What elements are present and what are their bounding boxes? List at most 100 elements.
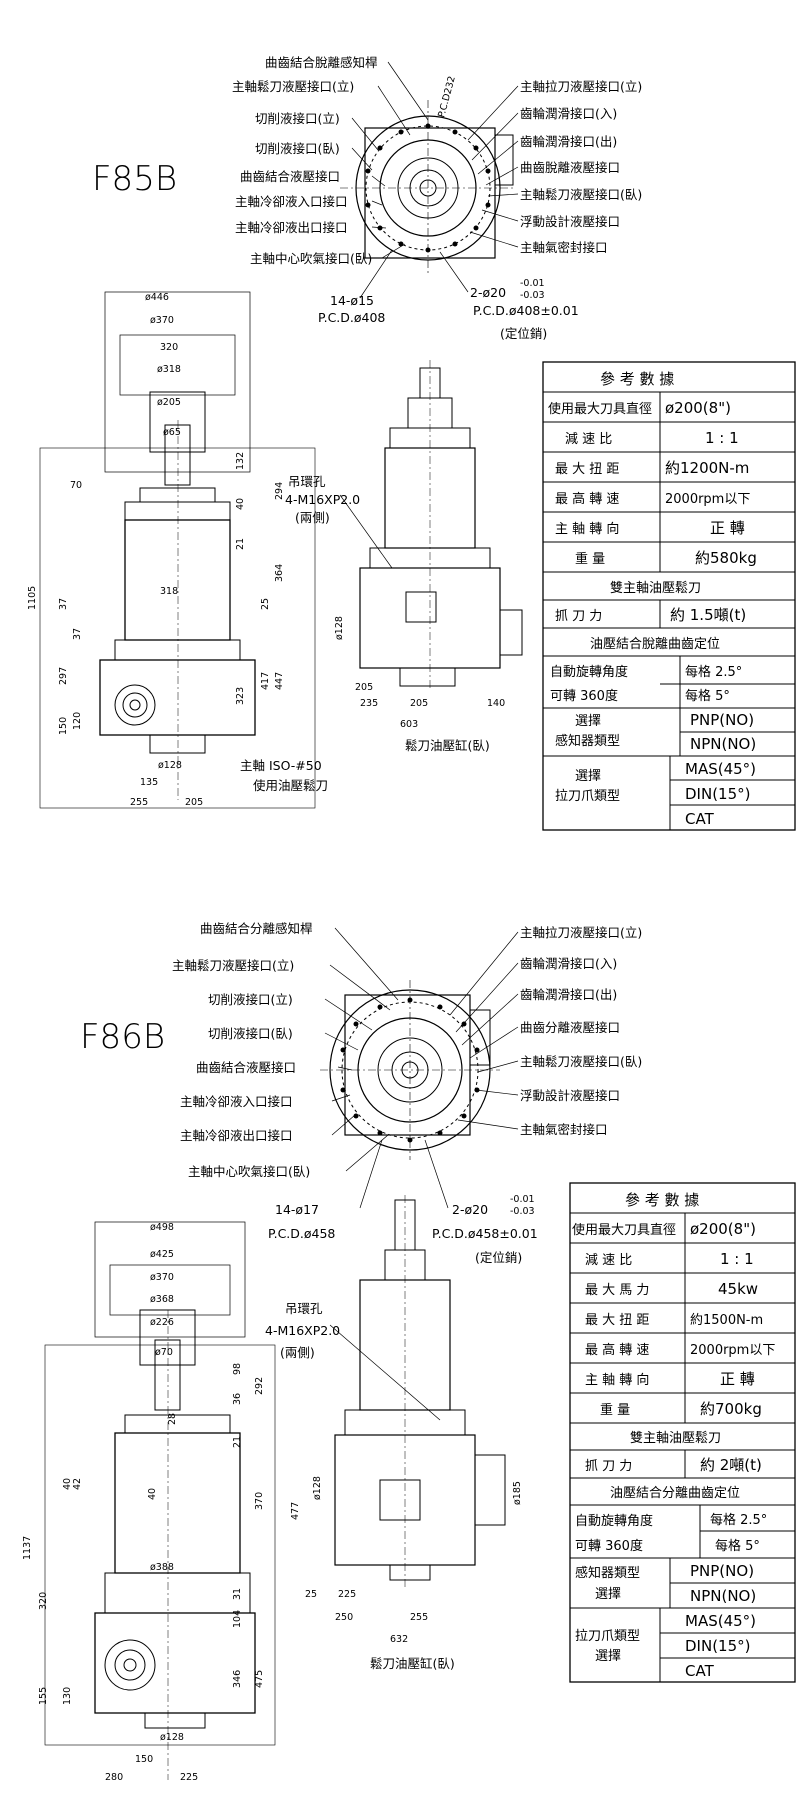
callout-label: 切削液接口(立) xyxy=(255,111,340,126)
dim-label: 1105 xyxy=(27,586,38,610)
dim-label: 205 xyxy=(410,698,428,709)
table-section: 油壓結合脫離曲齒定位 xyxy=(590,637,720,652)
callout-label: 曲齒結合脫離感知桿 xyxy=(265,55,378,70)
dim-label: 150 xyxy=(135,1754,153,1765)
callout-label: 浮動設計液壓接口 xyxy=(520,1088,620,1103)
dim-label: 255 xyxy=(130,797,148,808)
dim-label: 135 xyxy=(140,777,158,788)
dim-label: 632 xyxy=(390,1634,408,1645)
table-cell: 使用最大刀具直徑 xyxy=(572,1222,676,1238)
table-cell: 重 量 xyxy=(575,551,605,567)
table-cell: 正 轉 xyxy=(710,519,745,537)
dim-label: 1137 xyxy=(22,1536,33,1560)
f85b-callouts-left: 曲齒結合脫離感知桿 主軸鬆刀液壓接口(立) 切削液接口(立) 切削液接口(臥) … xyxy=(232,55,429,266)
dim-label: 364 xyxy=(274,564,285,582)
table-cell: 最 大 扭 距 xyxy=(585,1313,649,1328)
f86b-model-title: F86B xyxy=(80,1017,165,1057)
dim-label: 255 xyxy=(410,1612,428,1623)
callout-label: 齒輪潤滑接口(入) xyxy=(520,956,617,971)
spindle-note: 主軸 ISO-#50 xyxy=(240,758,322,773)
table-cell: MAS(45°) xyxy=(685,760,756,778)
f86b-callouts-right: 主軸拉刀液壓接口(立) 齒輪潤滑接口(入) 齒輪潤滑接口(出) 曲齒分離液壓接口… xyxy=(449,925,642,1137)
callout-label: 主軸冷卻液出口接口 xyxy=(180,1128,293,1143)
dim-label: 98 xyxy=(232,1363,243,1375)
table-cell: 最 大 扭 距 xyxy=(555,462,619,477)
dim-label: ø226 xyxy=(150,1317,174,1328)
callout-label: 主軸拉刀液壓接口(立) xyxy=(520,925,642,940)
table-cell: 主 軸 轉 向 xyxy=(555,521,619,537)
table-title: 參 考 數 據 xyxy=(600,370,674,388)
dim-label: ø205 xyxy=(157,397,181,408)
dim-label: 225 xyxy=(180,1772,198,1783)
callout-label: 主軸氣密封接口 xyxy=(520,1122,608,1137)
dim-label: ø388 xyxy=(150,1562,174,1573)
table-cell: 最 高 轉 速 xyxy=(585,1342,649,1358)
table-cell: 約1500N-m xyxy=(690,1313,763,1328)
dim-label: 346 xyxy=(232,1670,243,1688)
dim-label: ø128 xyxy=(334,616,345,640)
table-cell: 重 量 xyxy=(600,1402,630,1418)
table-cell: 抓 刀 力 xyxy=(555,609,602,624)
table-cell: PNP(NO) xyxy=(690,1562,754,1580)
lift-hole-note: (兩側) xyxy=(295,510,330,525)
table-cell: 選擇 xyxy=(575,768,601,784)
callout-label: 齒輪潤滑接口(出) xyxy=(520,987,617,1002)
pin-spec: 2-ø20 xyxy=(470,285,506,300)
callout-label: 曲齒結合分離感知桿 xyxy=(200,921,313,936)
f85b-spec-table: 參 考 數 據 使用最大刀具直徑 ø200(8") 減 速 比 1 : 1 最 … xyxy=(542,361,796,831)
table-cell: DIN(15°) xyxy=(685,785,751,803)
table-cell: 2000rpm以下 xyxy=(665,492,750,507)
dim-label: 294 xyxy=(274,482,285,500)
table-cell: 減 速 比 xyxy=(585,1252,632,1268)
dim-label: 417 xyxy=(260,672,271,690)
dim-label: 323 xyxy=(235,687,246,705)
lift-hole-note: (兩側) xyxy=(280,1345,315,1360)
callout-label: 齒輪潤滑接口(出) xyxy=(520,134,617,149)
dim-label: ø318 xyxy=(157,364,181,375)
table-section: 雙主軸油壓鬆刀 xyxy=(630,1431,721,1446)
holes-spec: 14-ø17 xyxy=(275,1202,319,1217)
holes-pcd: P.C.D.ø458 xyxy=(268,1226,335,1241)
table-cell: 減 速 比 xyxy=(565,431,612,447)
callout-label: 主軸冷卻液出口接口 xyxy=(235,220,348,235)
dim-label: ø128 xyxy=(160,1732,184,1743)
table-cell: 正 轉 xyxy=(720,1370,755,1388)
callout-label: 主軸冷卻液入口接口 xyxy=(180,1094,293,1109)
table-cell: 每格 2.5° xyxy=(685,664,742,680)
table-cell: 感知器類型 xyxy=(555,733,620,749)
dim-label: 250 xyxy=(335,1612,353,1623)
lift-hole-label: 吊環孔 xyxy=(285,1301,323,1316)
dim-label: 31 xyxy=(232,1588,243,1600)
dim-label: 21 xyxy=(235,538,246,550)
callout-label: 主軸中心吹氣接口(臥) xyxy=(188,1164,310,1179)
callout-label: 切削液接口(臥) xyxy=(255,141,340,156)
f85b-front-view: ø446 ø370 320 ø318 ø205 ø65 70 318 ø128 … xyxy=(27,291,328,809)
dim-label: 603 xyxy=(400,719,418,730)
f85b-hole-notes: 14-ø15 P.C.D.ø408 2-ø20 -0.01 -0.03 P.C.… xyxy=(318,249,579,341)
dim-label: 320 xyxy=(38,1592,49,1610)
f85b-top-view: P.C.D232 xyxy=(340,75,516,276)
table-cell: 1 : 1 xyxy=(705,429,739,447)
dim-label: 370 xyxy=(254,1492,265,1510)
table-cell: NPN(NO) xyxy=(690,1587,756,1605)
dim-label: 225 xyxy=(338,1589,356,1600)
callout-label: 主軸氣密封接口 xyxy=(520,240,608,255)
table-cell: 可轉 360度 xyxy=(550,688,618,704)
table-cell: 每格 2.5° xyxy=(710,1512,767,1528)
dim-label: ø498 xyxy=(150,1222,174,1233)
pin-note: (定位銷) xyxy=(475,1250,522,1265)
f86b-front-view: ø498 ø425 ø370 ø368 ø226 ø70 ø388 ø128 1… xyxy=(22,1221,276,1783)
table-cell: DIN(15°) xyxy=(685,1637,751,1655)
table-cell: 可轉 360度 xyxy=(575,1538,643,1554)
callout-label: 曲齒結合液壓接口 xyxy=(240,169,340,184)
dim-label: ø185 xyxy=(512,1481,523,1505)
table-cell: 選擇 xyxy=(595,1586,621,1602)
dim-label: 150 xyxy=(58,717,69,735)
table-cell: 選擇 xyxy=(575,713,601,729)
table-cell: 45kw xyxy=(718,1280,758,1298)
f85b-model-title: F85B xyxy=(92,159,177,199)
callout-label: 切削液接口(臥) xyxy=(208,1026,293,1041)
dim-label: 320 xyxy=(160,342,178,353)
cylinder-note: 鬆刀油壓缸(臥) xyxy=(370,1656,455,1671)
